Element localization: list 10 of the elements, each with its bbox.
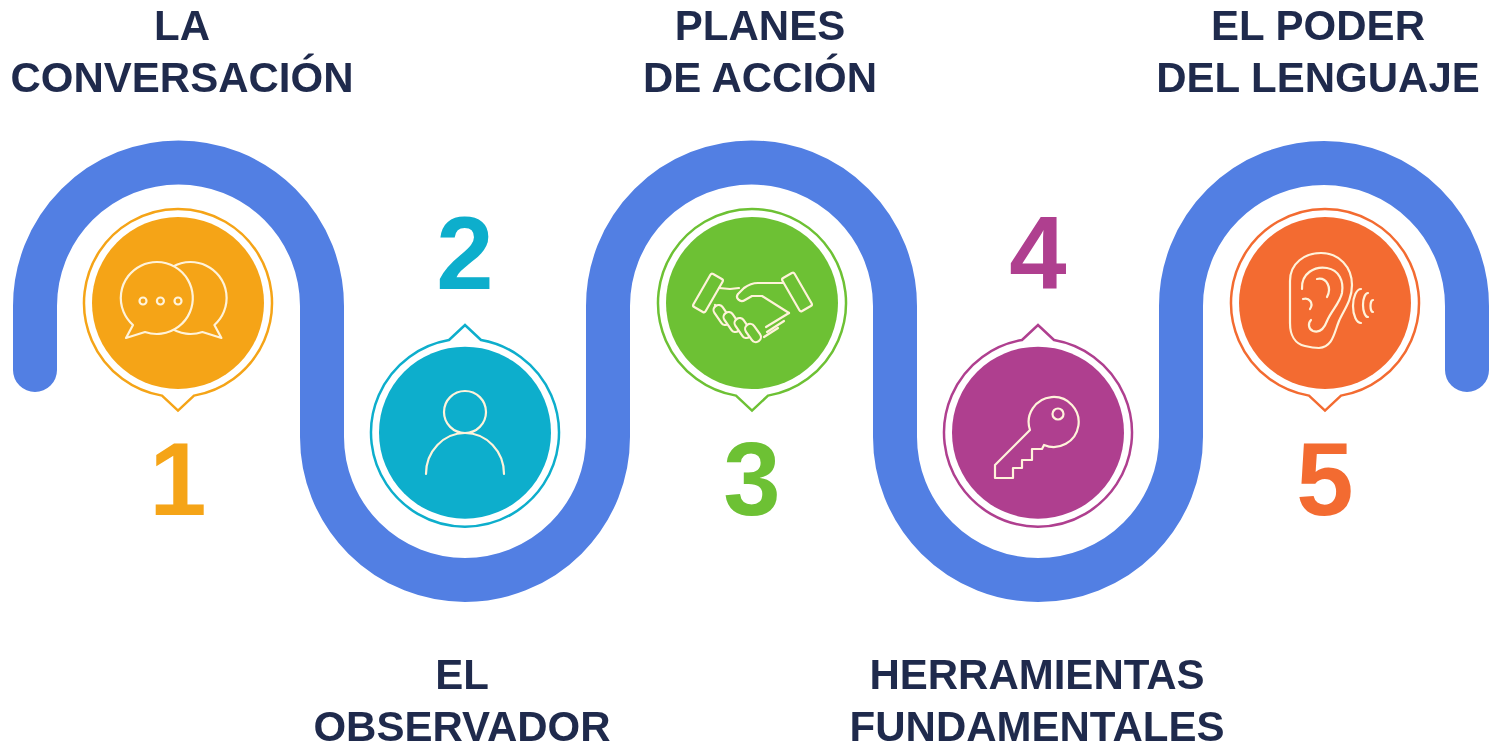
step-title: PLANES DE ACCIÓN (642, 1, 878, 103)
step-title: EL PODER DEL LENGUAJE (1156, 1, 1480, 103)
step-number: 1 (149, 440, 207, 520)
step-number: 4 (1009, 214, 1067, 294)
step-title: HERRAMIENTAS FUNDAMENTALES (849, 650, 1225, 752)
step-title: EL OBSERVADOR (313, 650, 611, 752)
step-number: 3 (723, 440, 781, 520)
step-title: LA CONVERSACIÓN (10, 1, 354, 103)
step-number: 5 (1296, 440, 1354, 520)
step-number: 2 (436, 214, 494, 294)
